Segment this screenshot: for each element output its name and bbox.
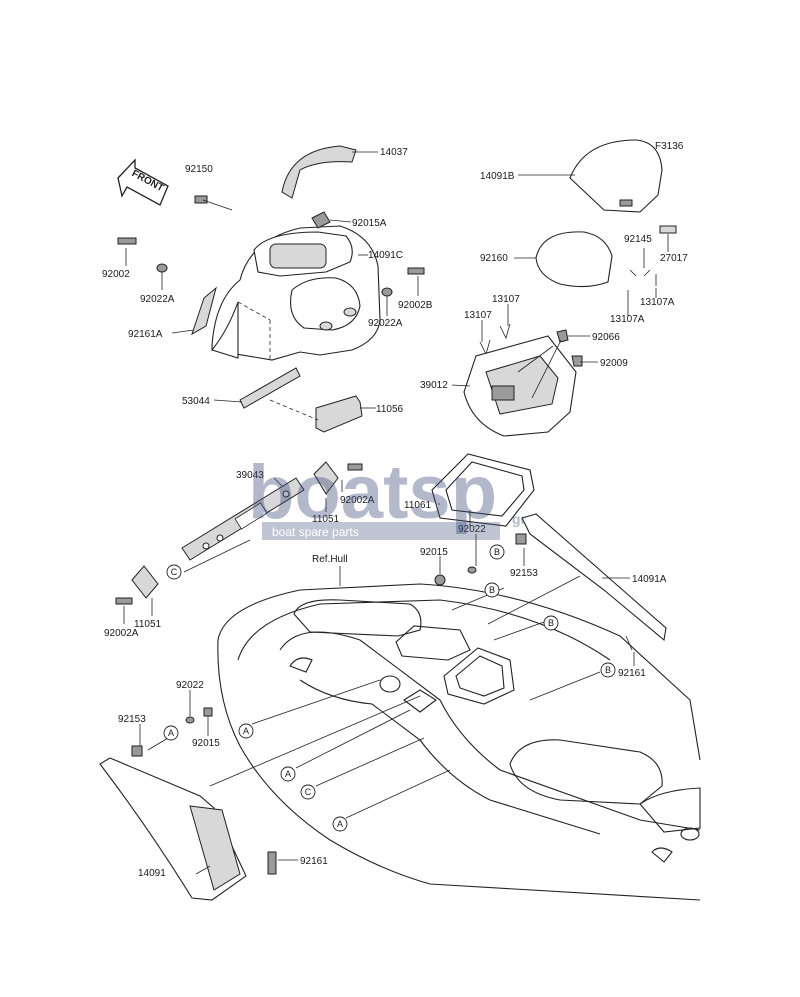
callout-c3: B: [484, 582, 500, 598]
part-label-92161A: 92161A: [128, 329, 163, 340]
part-label-92015-mid: 92015: [420, 547, 448, 558]
part-label-92153-low: 92153: [118, 714, 146, 725]
leader-lines: [123, 151, 669, 875]
svg-text:B: B: [494, 547, 500, 557]
part-label-92066: 92066: [592, 332, 620, 343]
svg-text:boat spare parts: boat spare parts: [272, 525, 359, 539]
part-label-92002A-mid: 92002A: [340, 495, 375, 506]
svg-text:C: C: [305, 787, 312, 797]
part-label-92160: 92160: [480, 253, 508, 264]
callout-c9: C: [300, 784, 316, 800]
part-label-92150: 92150: [185, 164, 213, 175]
callout-c7: A: [238, 723, 254, 739]
part-label-11051-low: 11051: [134, 619, 162, 630]
part-label-13107-top: 13107: [492, 294, 520, 305]
part-label-39012: 39012: [420, 380, 448, 391]
part-label-13107A-bottom: 13107A: [610, 314, 645, 325]
figure-code: F3136: [655, 141, 684, 152]
svg-text:A: A: [285, 769, 291, 779]
svg-text:A: A: [337, 819, 343, 829]
storage-bin-drawing: [431, 139, 677, 527]
callout-c4: B: [543, 615, 559, 631]
svg-text:B: B: [489, 585, 495, 595]
svg-text:B: B: [548, 618, 554, 628]
callout-c1: C: [166, 564, 182, 580]
cover-assembly-drawing: [117, 145, 425, 433]
svg-text:A: A: [168, 728, 174, 738]
part-label-92022A-right: 92022A: [368, 318, 403, 329]
part-label-92145: 92145: [624, 234, 652, 245]
part-label-14091C: 14091C: [368, 250, 403, 261]
callout-c8: A: [280, 766, 296, 782]
callout-c6: A: [163, 725, 179, 741]
front-arrow-icon: FRONT: [117, 158, 169, 206]
part-labels: 14037 14091B 92150 92015A 14091C 92002 9…: [102, 147, 688, 879]
part-label-14091: 14091: [138, 868, 166, 879]
part-label-14091B: 14091B: [480, 171, 515, 182]
svg-text:B: B: [605, 665, 611, 675]
part-label-92009: 92009: [600, 358, 628, 369]
svg-text:boatsp: boatsp: [248, 450, 497, 535]
part-label-53044: 53044: [182, 396, 210, 407]
part-label-27017: 27017: [660, 253, 688, 264]
part-label-92002B: 92002B: [398, 300, 433, 311]
part-label-11061: 11061: [404, 500, 432, 511]
reference-hull-label: Ref.Hull: [312, 554, 348, 565]
part-label-13107-left: 13107: [464, 310, 492, 321]
svg-text:gr: gr: [512, 511, 527, 527]
part-label-92022-low: 92022: [176, 680, 204, 691]
callout-c10: A: [332, 816, 348, 832]
part-label-92161-right: 92161: [618, 668, 646, 679]
part-label-92002A-low: 92002A: [104, 628, 139, 639]
part-label-14037: 14037: [380, 147, 408, 158]
svg-text:C: C: [171, 567, 178, 577]
watermark-logo: boatsp gr boat spare parts: [248, 450, 527, 540]
part-label-92022-mid: 92022: [458, 524, 486, 535]
callout-c5: B: [600, 662, 616, 678]
part-label-11051-mid: 11051: [312, 514, 340, 525]
part-label-13107A-right: 13107A: [640, 297, 675, 308]
svg-text:A: A: [243, 726, 249, 736]
part-label-92161-low: 92161: [300, 856, 328, 867]
part-label-11056: 11056: [376, 404, 404, 415]
part-label-92022A-left: 92022A: [140, 294, 175, 305]
bracket-drawing: [115, 461, 363, 605]
part-label-14091A: 14091A: [632, 574, 667, 585]
part-label-92015A: 92015A: [352, 218, 387, 229]
hull-drawing: [99, 513, 701, 901]
callout-c2: B: [489, 544, 505, 560]
part-label-92015-low: 92015: [192, 738, 220, 749]
part-label-92002: 92002: [102, 269, 130, 280]
part-label-92153-mid: 92153: [510, 568, 538, 579]
part-label-39043: 39043: [236, 470, 264, 481]
